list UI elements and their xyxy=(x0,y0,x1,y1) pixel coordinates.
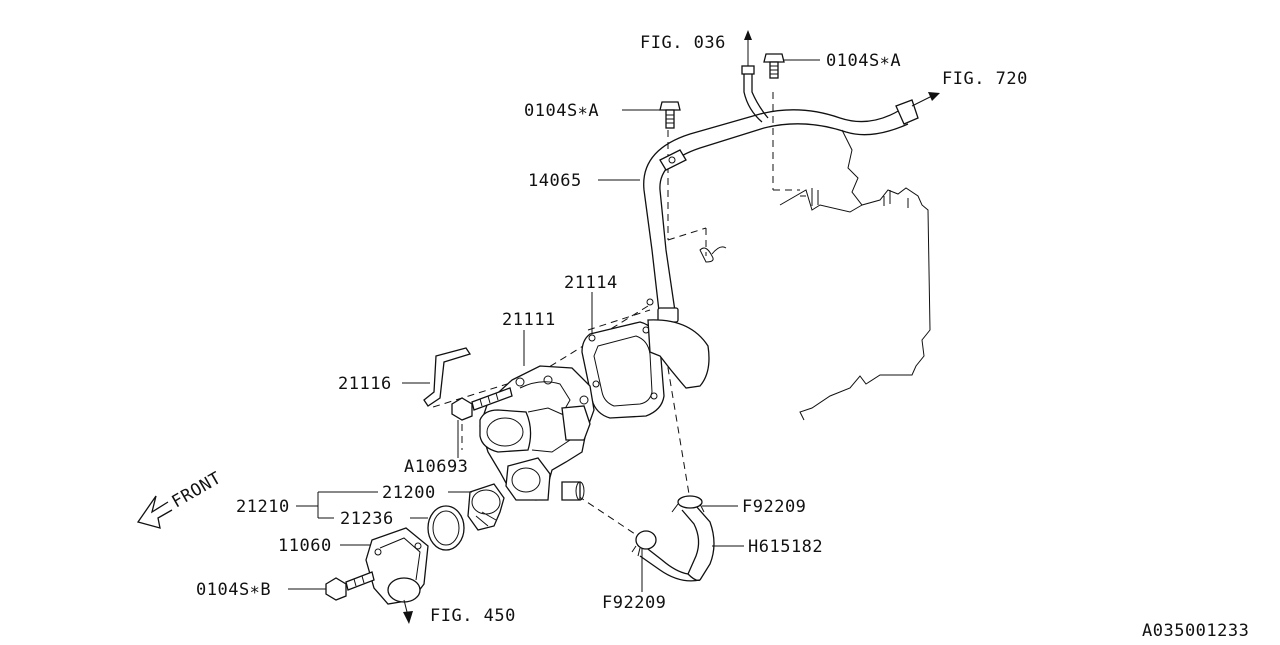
front-arrow: FRONT xyxy=(136,468,225,529)
engine-block xyxy=(779,129,931,421)
label-f92209-upper[interactable]: F92209 xyxy=(742,497,806,517)
clamp-upper xyxy=(671,495,705,513)
water-pipe-14065 xyxy=(643,65,919,323)
assembly-dashed-lines xyxy=(429,92,800,537)
label-fig-450[interactable]: FIG. 450 xyxy=(430,606,516,626)
label-bolt-0104s-a-left[interactable]: 0104S∗A xyxy=(524,101,599,121)
label-21111[interactable]: 21111 xyxy=(502,310,556,330)
label-21236[interactable]: 21236 xyxy=(340,509,394,529)
hose-h615182 xyxy=(639,505,715,582)
gasket-21114 xyxy=(581,298,710,419)
thermostat-21200 xyxy=(467,483,505,531)
breather-hose-end xyxy=(741,65,755,75)
arrow-fig-450 xyxy=(403,599,413,624)
arrow-fig-036 xyxy=(744,30,752,66)
label-fig-720[interactable]: FIG. 720 xyxy=(942,69,1028,89)
thermostat-cover-11060 xyxy=(365,527,429,605)
pipe-bracket xyxy=(659,149,687,171)
thermostat-gasket-21236 xyxy=(427,505,465,551)
clamp-lower xyxy=(631,530,657,557)
pump-housing-21111 xyxy=(479,365,595,501)
diagram-id: A035001233 xyxy=(1142,621,1249,640)
label-a10693[interactable]: A10693 xyxy=(404,457,468,477)
label-14065[interactable]: 14065 xyxy=(528,171,582,191)
bolt-a10693 xyxy=(451,387,513,421)
callout-labels: FIG. 036 0104S∗A FIG. 720 0104S∗A 14065 … xyxy=(196,33,1028,626)
label-fig-036[interactable]: FIG. 036 xyxy=(640,33,726,53)
label-21114[interactable]: 21114 xyxy=(564,273,618,293)
arrow-fig-720 xyxy=(911,92,940,107)
pipe-upper-end xyxy=(895,99,919,125)
label-21210[interactable]: 21210 xyxy=(236,497,290,517)
leader-lines xyxy=(288,59,820,592)
bolt-top-left xyxy=(659,101,681,129)
bracket-21116 xyxy=(423,347,472,407)
label-11060[interactable]: 11060 xyxy=(278,536,332,556)
front-label: FRONT xyxy=(169,468,225,512)
label-bolt-0104s-b[interactable]: 0104S∗B xyxy=(196,580,271,600)
label-21200[interactable]: 21200 xyxy=(382,483,436,503)
bolt-top-right xyxy=(763,53,785,79)
label-f92209-lower[interactable]: F92209 xyxy=(602,593,666,613)
label-21116[interactable]: 21116 xyxy=(338,374,392,394)
label-bolt-0104s-a-right[interactable]: 0104S∗A xyxy=(826,51,901,71)
bolt-0104s-b xyxy=(325,571,375,601)
label-h615182[interactable]: H615182 xyxy=(748,537,823,557)
